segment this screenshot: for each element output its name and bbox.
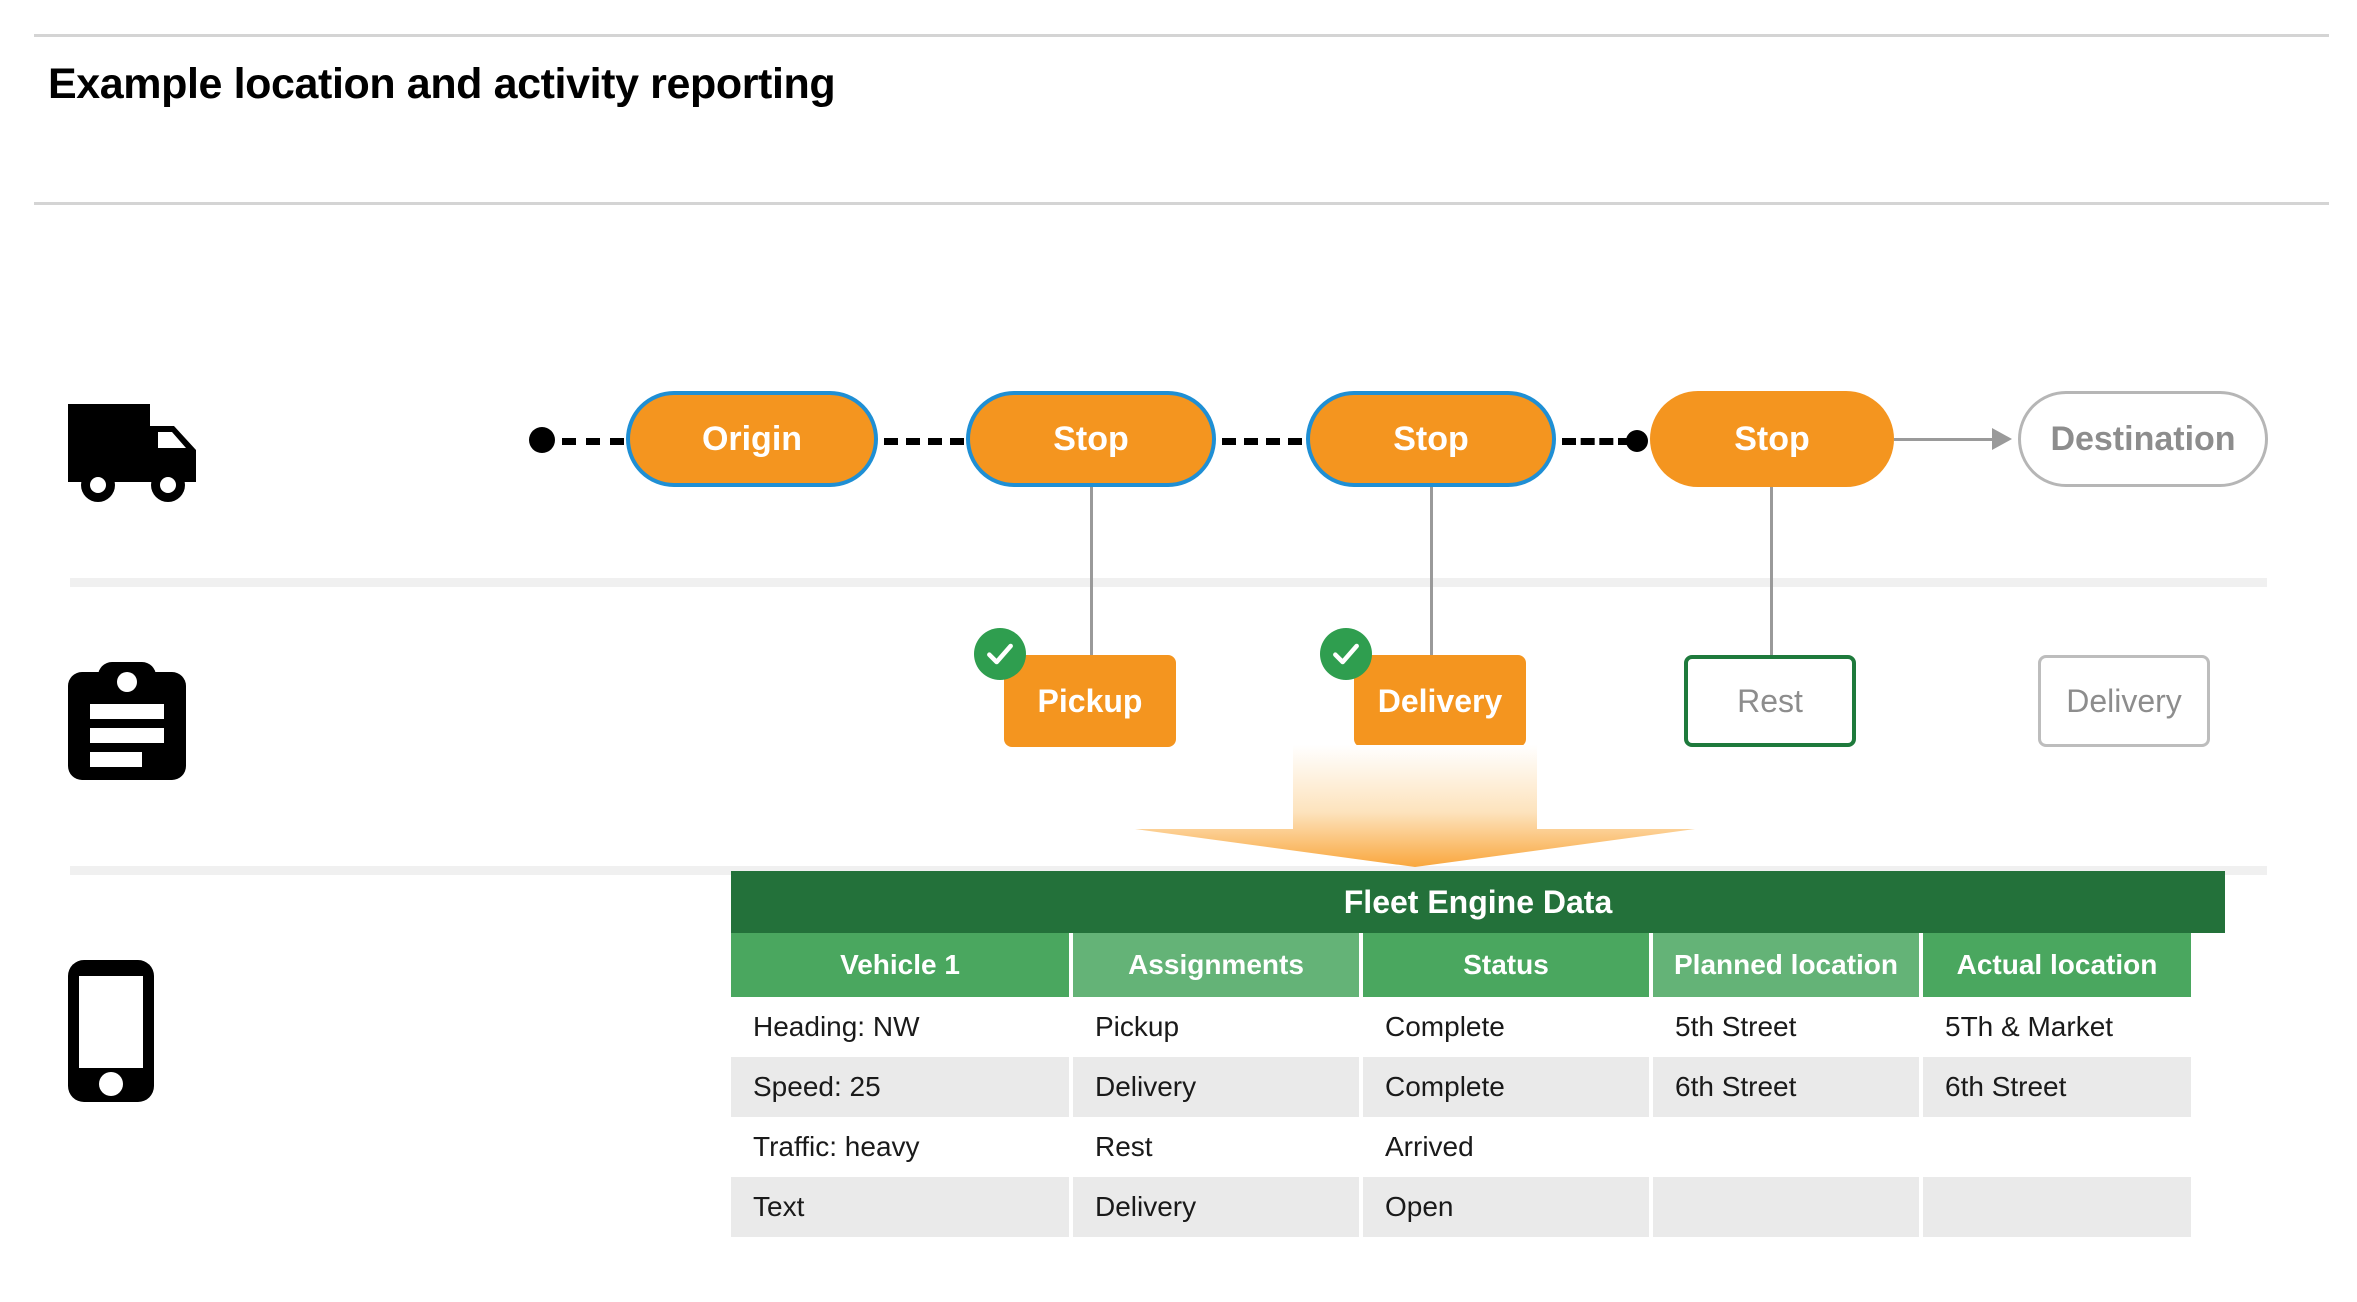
route-dash-1 (884, 438, 964, 445)
cell-actual-location: 5Th & Market (1921, 997, 2191, 1057)
route-node-origin[interactable]: Origin (626, 391, 878, 487)
route-dash-2 (1222, 438, 1302, 445)
route-node-destination[interactable]: Destination (2018, 391, 2268, 487)
cell-assignment: Rest (1071, 1117, 1363, 1177)
cell-planned-location: 6th Street (1651, 1057, 1923, 1117)
row-divider-vehicle-activity (70, 578, 2267, 587)
page-title: Example location and activity reporting (48, 60, 836, 108)
connector-stop3-rest (1770, 487, 1773, 667)
route-mid-dot (1626, 430, 1648, 452)
column-header-actual-location[interactable]: Actual location (1921, 933, 2191, 997)
table-row: Speed: 25 Delivery Complete 6th Street 6… (731, 1057, 2191, 1117)
cell-status: Open (1361, 1177, 1653, 1237)
table: Vehicle 1 Assignments Status Planned loc… (731, 933, 2191, 1237)
cell-vehicle: Traffic: heavy (731, 1117, 1073, 1177)
truck-icon (68, 398, 218, 508)
row-divider-activity-device (70, 866, 2267, 875)
cell-actual-location: 6th Street (1921, 1057, 2191, 1117)
cell-actual-location (1921, 1177, 2191, 1237)
title-divider (34, 202, 2329, 205)
route-node-label: Stop (1053, 419, 1129, 458)
route-arrow-head-icon (1992, 428, 2012, 450)
smartphone-icon (68, 960, 154, 1102)
clipboard-icon (68, 660, 186, 782)
cell-vehicle: Text (731, 1177, 1073, 1237)
route-node-stop-3[interactable]: Stop (1650, 391, 1894, 487)
table-row: Text Delivery Open (731, 1177, 2191, 1237)
route-node-stop-2[interactable]: Stop (1306, 391, 1556, 487)
activity-card-label: Delivery (1377, 682, 1503, 719)
connector-stop1-pickup (1090, 487, 1093, 667)
fleet-engine-table: Fleet Engine Data Vehicle 1 Assignments … (731, 871, 2225, 1237)
activity-card-delivery-complete[interactable]: Delivery (1354, 655, 1526, 747)
cell-planned-location (1651, 1117, 1923, 1177)
column-header-planned-location[interactable]: Planned location (1651, 933, 1923, 997)
activity-complete-check-icon (974, 628, 1026, 680)
route-start-dot (529, 427, 555, 453)
flow-down-arrow-icon (1135, 745, 1695, 867)
route-node-label: Destination (2050, 419, 2236, 458)
route-dash-0 (562, 438, 624, 445)
route-node-label: Origin (701, 419, 803, 458)
cell-status: Complete (1361, 997, 1653, 1057)
route-node-label: Stop (1734, 419, 1810, 458)
cell-status: Arrived (1361, 1117, 1653, 1177)
column-header-assignments[interactable]: Assignments (1071, 933, 1363, 997)
route-node-label: Stop (1393, 419, 1469, 458)
table-row: Traffic: heavy Rest Arrived (731, 1117, 2191, 1177)
column-header-vehicle[interactable]: Vehicle 1 (731, 933, 1073, 997)
route-node-stop-1[interactable]: Stop (966, 391, 1216, 487)
top-divider (34, 34, 2329, 37)
route-arrow-line (1894, 438, 1994, 441)
table-title: Fleet Engine Data (731, 871, 2225, 933)
cell-assignment: Delivery (1071, 1177, 1363, 1237)
table-header-row: Vehicle 1 Assignments Status Planned loc… (731, 933, 2191, 997)
activity-card-label: Rest (1737, 682, 1803, 719)
connector-stop2-delivery (1430, 487, 1433, 667)
cell-actual-location (1921, 1117, 2191, 1177)
activity-complete-check-icon (1320, 628, 1372, 680)
cell-planned-location: 5th Street (1651, 997, 1923, 1057)
activity-card-label: Pickup (1037, 682, 1143, 719)
activity-card-label: Delivery (2066, 682, 2182, 719)
cell-vehicle: Heading: NW (731, 997, 1073, 1057)
activity-card-delivery-open[interactable]: Delivery (2038, 655, 2210, 747)
activity-card-pickup[interactable]: Pickup (1004, 655, 1176, 747)
cell-vehicle: Speed: 25 (731, 1057, 1073, 1117)
activity-card-rest[interactable]: Rest (1684, 655, 1856, 747)
cell-planned-location (1651, 1177, 1923, 1237)
route-dash-3 (1562, 438, 1632, 445)
cell-status: Complete (1361, 1057, 1653, 1117)
table-row: Heading: NW Pickup Complete 5th Street 5… (731, 997, 2191, 1057)
column-header-status[interactable]: Status (1361, 933, 1653, 997)
cell-assignment: Pickup (1071, 997, 1363, 1057)
cell-assignment: Delivery (1071, 1057, 1363, 1117)
